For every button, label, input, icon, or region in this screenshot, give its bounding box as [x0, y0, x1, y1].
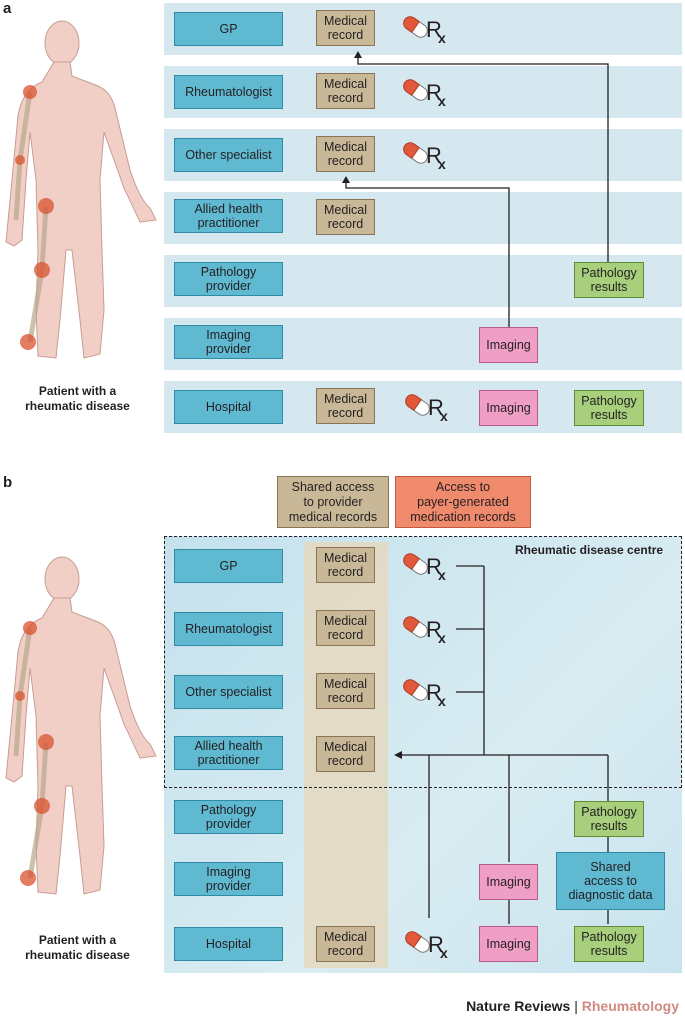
- body-figure-icon: [5, 556, 157, 895]
- provider-b-gp: GP: [174, 549, 283, 583]
- rx-symbol: R: [428, 395, 444, 420]
- rx-subscript: x: [440, 945, 448, 961]
- imaging-a-provider: Imaging: [479, 327, 538, 363]
- body-figure-icon: [5, 20, 157, 359]
- provider-b-hospital: Hospital: [174, 927, 283, 961]
- rx-subscript: x: [438, 693, 446, 709]
- provider-b-other-specialist: Other specialist: [174, 675, 283, 709]
- rx-subscript: x: [438, 156, 446, 172]
- rx-subscript: x: [438, 30, 446, 46]
- rx-symbol: R: [426, 554, 442, 579]
- panel-a-label: a: [3, 0, 12, 17]
- patient-caption-b: Patient with a rheumatic disease: [25, 933, 130, 962]
- rx-subscript: x: [440, 408, 448, 424]
- patient-caption-a: Patient with a rheumatic disease: [25, 384, 130, 413]
- rx-symbol: R: [426, 680, 442, 705]
- rx-subscript: x: [438, 630, 446, 646]
- provider-a-hospital: Hospital: [174, 390, 283, 424]
- provider-b-rheumatologist: Rheumatologist: [174, 612, 283, 646]
- provider-a-rheumatologist: Rheumatologist: [174, 75, 283, 109]
- rx-symbol: R: [426, 617, 442, 642]
- panel-b-label: b: [3, 474, 13, 491]
- rx-subscript: x: [438, 93, 446, 109]
- rx-symbol: R: [426, 17, 442, 42]
- rx-subscript: x: [438, 567, 446, 583]
- journal-footer: Nature Reviews | Rheumatology: [466, 998, 679, 1014]
- connector-lines-a: [342, 51, 609, 327]
- provider-a-other-specialist: Other specialist: [174, 138, 283, 172]
- rheumatic-disease-centre-box: [164, 536, 682, 788]
- provider-a-gp: GP: [174, 12, 283, 46]
- imaging-b-hospital: Imaging: [479, 926, 538, 962]
- rx-symbol: R: [426, 80, 442, 105]
- rx-symbol: R: [428, 932, 444, 957]
- rx-symbol: R: [426, 143, 442, 168]
- imaging-b-provider: Imaging: [479, 864, 538, 900]
- centre-label: Rheumatic disease centre: [515, 543, 664, 557]
- imaging-a-hospital: Imaging: [479, 390, 538, 426]
